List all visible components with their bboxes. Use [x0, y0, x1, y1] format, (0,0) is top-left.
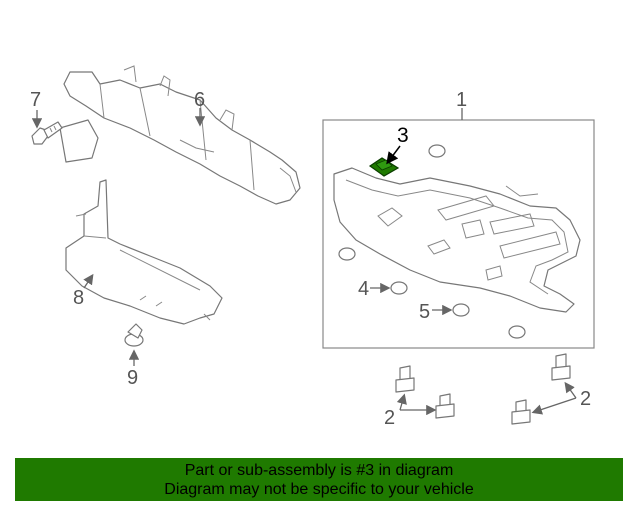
callout-6: 6: [194, 89, 205, 111]
part-5-grommet: [452, 303, 470, 317]
parts-diagram: 7 6 1 3 4 5 8 9 2 2: [30, 65, 595, 429]
banner-line-2: Diagram may not be specific to your vehi…: [164, 481, 474, 498]
part-1-under-cover-assembly: [322, 119, 595, 349]
callout-2-left: 2: [384, 407, 395, 429]
callout-9: 9: [127, 367, 138, 389]
part-7-bolt: [31, 121, 63, 145]
part-9-clip: [124, 323, 144, 347]
callout-8: 8: [73, 287, 84, 309]
banner-line-1: Part or sub-assembly is #3 in diagram: [184, 462, 454, 479]
callout-1: 1: [456, 89, 467, 111]
callout-4: 4: [358, 278, 369, 300]
callout-2-right: 2: [580, 388, 591, 410]
callout-3: 3: [397, 124, 409, 147]
callout-7: 7: [30, 89, 41, 111]
info-banner: Part or sub-assembly is #3 in diagram Di…: [15, 458, 623, 501]
part-8-air-guide: [65, 179, 223, 325]
part-4-grommet: [390, 281, 408, 295]
part-2-bolts: [395, 353, 571, 425]
part-3-clip-nut-highlighted: [368, 157, 400, 177]
part-6-support-cover: [59, 65, 301, 205]
callout-5: 5: [419, 301, 430, 323]
leader-lines: [31, 108, 577, 416]
